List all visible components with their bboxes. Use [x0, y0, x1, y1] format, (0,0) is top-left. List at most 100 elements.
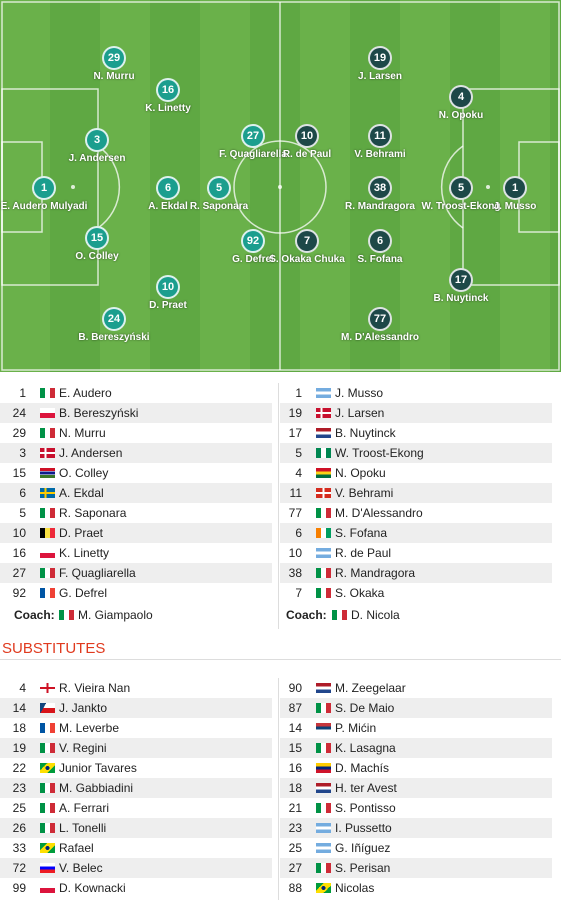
player-name[interactable]: N. Opoku	[335, 466, 386, 480]
player-name[interactable]: K. Lasagna	[335, 741, 396, 755]
player-name[interactable]: G. Defrel	[59, 586, 108, 600]
coach-name[interactable]: D. Nicola	[351, 608, 400, 622]
player-name[interactable]: S. Okaka	[335, 586, 385, 600]
player-name[interactable]: J. Andersen	[59, 446, 123, 460]
player-name[interactable]: M. Leverbe	[59, 721, 120, 735]
player-name[interactable]: D. Praet	[59, 526, 104, 540]
player-name[interactable]: M. Gabbiadini	[59, 781, 134, 795]
player-name[interactable]: E. Audero	[59, 386, 112, 400]
flag-it-icon	[316, 508, 331, 518]
player-name[interactable]: B. Nuytinck	[335, 426, 396, 440]
player-name[interactable]: F. Quagliarella	[59, 566, 136, 580]
player-name[interactable]: D. Machís	[335, 761, 390, 775]
player-name[interactable]: R. de Paul	[335, 546, 392, 560]
flag-it-icon	[40, 823, 55, 833]
player-name[interactable]: O. Colley	[59, 466, 109, 480]
player-name[interactable]: K. Linetty	[59, 546, 110, 560]
coach-row: Coach: M. Giampaolo	[0, 603, 272, 627]
player-name[interactable]: P. Mićin	[335, 721, 377, 735]
player-name[interactable]: J. Larsen	[335, 406, 385, 420]
player-name[interactable]: A. Ekdal	[59, 486, 104, 500]
player-name: S. Fofana	[357, 254, 403, 265]
player-name[interactable]: R. Saponara	[59, 506, 127, 520]
player-name[interactable]: M. D'Alessandro	[335, 506, 423, 520]
player-name[interactable]: S. De Maio	[335, 701, 395, 715]
player-name[interactable]: V. Belec	[59, 861, 103, 875]
player-name[interactable]: S. Perisan	[335, 861, 391, 875]
shirt-number: 92	[12, 586, 26, 600]
player-name[interactable]: J. Musso	[335, 386, 384, 400]
player-name[interactable]: N. Murru	[59, 426, 106, 440]
flag-br-icon	[40, 763, 55, 773]
player-name[interactable]: R. Vieira Nan	[59, 681, 131, 695]
player-name[interactable]: V. Behrami	[335, 486, 394, 500]
shirt-number: 77	[368, 307, 392, 331]
coach-label: Coach:	[14, 608, 55, 622]
player-name[interactable]: B. Bereszyński	[59, 406, 139, 420]
player-name[interactable]: J. Jankto	[59, 701, 108, 715]
player-name[interactable]: G. Iñíguez	[335, 841, 391, 855]
player-name[interactable]: L. Tonelli	[59, 821, 107, 835]
player-name[interactable]: V. Regini	[59, 741, 107, 755]
player-name[interactable]: I. Pussetto	[335, 821, 392, 835]
player-name[interactable]: R. Mandragora	[335, 566, 416, 580]
player-name[interactable]: Rafael	[59, 841, 94, 855]
player-name[interactable]: H. ter Avest	[335, 781, 397, 795]
player-name[interactable]: Nicolas	[335, 881, 375, 895]
player-name[interactable]: A. Ferrari	[59, 801, 110, 815]
player-name[interactable]: D. Kownacki	[59, 881, 126, 895]
player-name[interactable]: S. Fofana	[335, 526, 388, 540]
lineup-row[interactable]: 92 G. Defrel	[0, 583, 272, 603]
player-name[interactable]: Junior Tavares	[59, 761, 137, 775]
coach-name[interactable]: M. Giampaolo	[78, 608, 153, 622]
player-name[interactable]: S. Pontisso	[335, 801, 396, 815]
player-name[interactable]: M. Zeegelaar	[335, 681, 406, 695]
flag-it-icon	[316, 743, 331, 753]
player-name[interactable]: W. Troost-Ekong	[335, 446, 424, 460]
